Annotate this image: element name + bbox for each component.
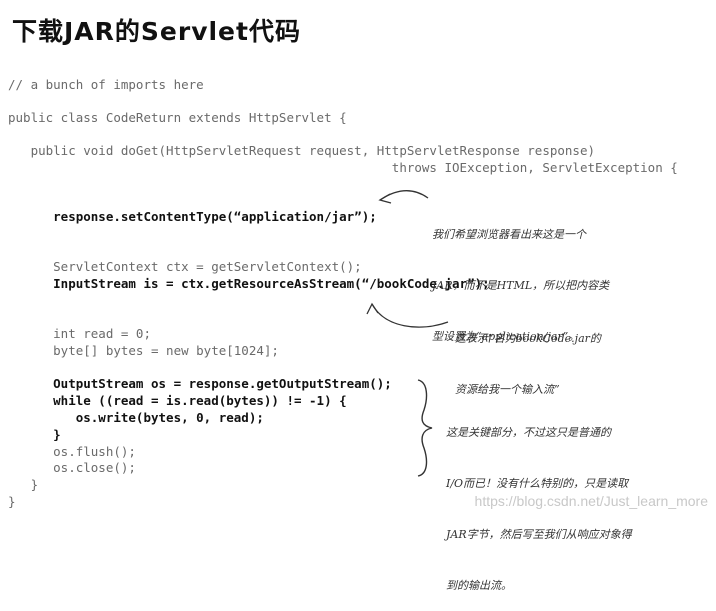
code-line: // a bunch of imports here xyxy=(8,77,204,92)
code-line: while ((read = is.read(bytes)) != -1) { xyxy=(8,393,347,408)
annotation-line: 这表示“名为bookCode.jar的 xyxy=(455,332,601,345)
watermark: https://blog.csdn.net/Just_learn_more xyxy=(474,493,708,509)
code-line: public void doGet(HttpServletRequest req… xyxy=(8,143,595,158)
page-title: 下载JAR的Servlet代码 xyxy=(12,17,301,46)
arrowhead-content-type xyxy=(378,193,392,204)
code-line: OutputStream os = response.getOutputStre… xyxy=(8,376,392,391)
annotation-line: I/O而已！没有什么特别的，只是读取 xyxy=(446,477,629,490)
code-line: response.setContentType(“application/jar… xyxy=(8,209,377,224)
arrowhead-input-stream xyxy=(366,302,379,315)
code-line: ServletContext ctx = getServletContext()… xyxy=(8,259,362,274)
code-listing: // a bunch of imports here public class … xyxy=(8,77,678,509)
code-line: int read = 0; xyxy=(8,326,151,341)
code-line: } xyxy=(8,494,16,509)
code-line: os.write(bytes, 0, read); xyxy=(8,410,264,425)
code-line: byte[] bytes = new byte[1024]; xyxy=(8,343,279,358)
annotation-line: 我们希望浏览器看出来这是一个 xyxy=(432,228,586,241)
code-line: public class CodeReturn extends HttpServ… xyxy=(8,110,347,125)
annotation-input-stream: 这表示“名为bookCode.jar的 资源给我一个输入流” xyxy=(455,296,601,415)
code-line: } xyxy=(8,427,61,442)
annotation-marks xyxy=(366,190,449,477)
code-line: throws IOException, ServletException { xyxy=(8,160,678,175)
annotation-line: 型设置为“application/jar”。 xyxy=(432,330,580,343)
annotation-line: JAR，而不是HTML，所以把内容类 xyxy=(432,279,610,292)
code-line: os.flush(); xyxy=(8,444,136,459)
code-line: InputStream is = ctx.getResourceAsStream… xyxy=(8,276,490,291)
brace xyxy=(417,379,433,477)
annotation-content-type: 我们希望浏览器看出来这是一个 JAR，而不是HTML，所以把内容类 型设置为“a… xyxy=(432,192,609,362)
annotation-line: 资源给我一个输入流” xyxy=(455,383,560,396)
annotation-line: 这是关键部分，不过这只是普通的 xyxy=(446,426,611,439)
annotation-line: JAR字节，然后写至我们从响应对象得 xyxy=(446,528,632,541)
code-line: } xyxy=(8,477,39,492)
code-line: os.close(); xyxy=(8,460,136,475)
annotation-line: 到的输出流。 xyxy=(446,579,512,592)
